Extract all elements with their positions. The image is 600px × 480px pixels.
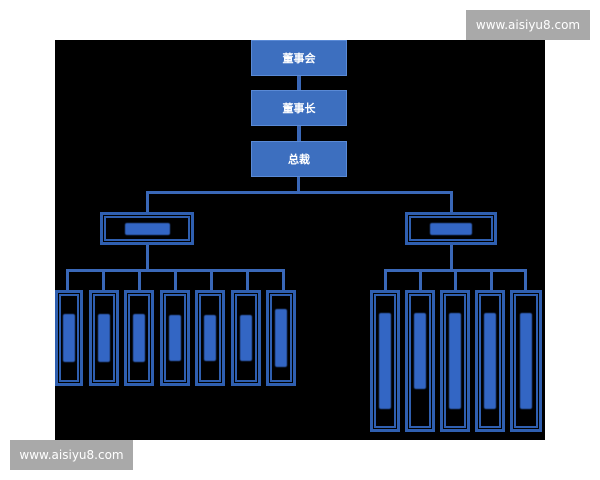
node-division-left: [100, 212, 194, 245]
node-left-leaf: [89, 290, 119, 386]
leaf-label-obscured: [169, 315, 181, 361]
connector: [246, 269, 249, 291]
leaf-label-obscured: [484, 313, 496, 409]
connector: [146, 245, 149, 271]
leaf-label-obscured: [414, 313, 426, 389]
watermark-text: www.aisiyu8.com: [475, 18, 581, 32]
watermark-text: www.aisiyu8.com: [19, 448, 124, 462]
node-right-leaf: [370, 290, 400, 432]
connector: [384, 269, 387, 291]
node-right-leaf: [440, 290, 470, 432]
connector: [450, 191, 453, 213]
leaf-label-obscured: [204, 315, 216, 361]
leaf-label-obscured: [133, 314, 145, 362]
node-left-leaf: [266, 290, 296, 386]
connector: [297, 76, 301, 91]
leaf-label-obscured: [98, 314, 110, 362]
connector: [450, 245, 453, 271]
connector: [524, 269, 527, 291]
node-right-leaf: [510, 290, 542, 432]
connector: [454, 269, 457, 291]
node-chairman: 董事长: [251, 90, 347, 126]
leaf-label-obscured: [379, 313, 391, 409]
node-left-leaf: [160, 290, 190, 386]
connector: [138, 269, 141, 291]
node-board: 董事会: [251, 40, 347, 76]
connector: [146, 191, 149, 213]
node-left-leaf: [124, 290, 154, 386]
node-left-leaf: [55, 290, 83, 386]
connector: [66, 269, 69, 291]
connector: [490, 269, 493, 291]
leaf-label-obscured: [520, 313, 532, 409]
connector: [210, 269, 213, 291]
node-right-leaf: [405, 290, 435, 432]
node-left-leaf: [231, 290, 261, 386]
connector: [146, 191, 452, 194]
connector: [419, 269, 422, 291]
node-board-label: 董事会: [282, 52, 316, 65]
node-right-leaf: [475, 290, 505, 432]
leaf-label-obscured: [63, 314, 75, 362]
leaf-label-obscured: [275, 309, 287, 367]
node-left-leaf: [195, 290, 225, 386]
leaf-label-obscured: [240, 315, 252, 361]
node-division-right: [405, 212, 497, 245]
connector: [297, 177, 300, 193]
connector: [297, 126, 301, 142]
watermark-top-right: www.aisiyu8.com: [466, 10, 590, 40]
connector: [174, 269, 177, 291]
node-president-label: 总裁: [288, 153, 310, 166]
leaf-label-obscured: [449, 313, 461, 409]
division-right-label-obscured: [430, 222, 472, 235]
connector: [102, 269, 105, 291]
division-left-label-obscured: [124, 222, 170, 235]
watermark-bottom-left: www.aisiyu8.com: [10, 440, 133, 470]
node-chairman-label: 董事长: [282, 102, 316, 115]
node-president: 总裁: [251, 141, 347, 177]
connector: [282, 269, 285, 291]
